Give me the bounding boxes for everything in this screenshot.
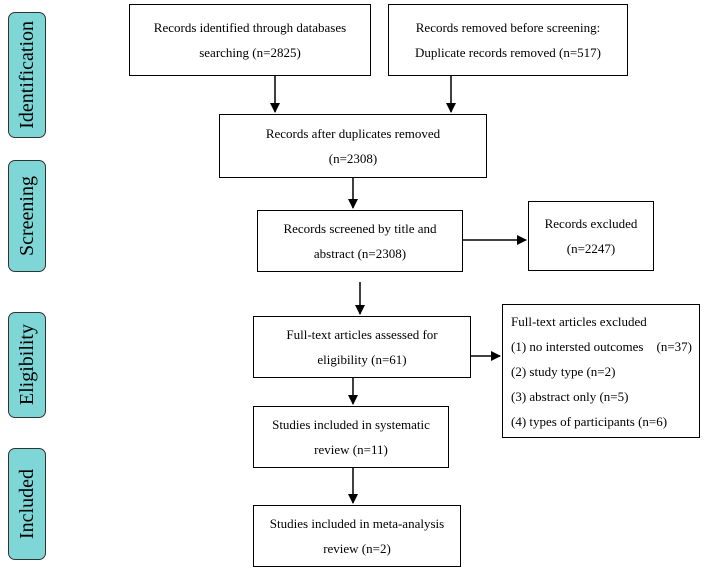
box-records-excluded: Records excluded (n=2247) [528,201,654,271]
phase-screening: Screening [8,160,46,272]
phase-included: Included [8,448,46,560]
box-records-identified: Records identified through databases sea… [129,4,371,76]
box-studies-meta: Studies included in meta-analysis review… [253,505,461,567]
phase-eligibility: Eligibility [8,312,46,418]
box-records-screened: Records screened by title and abstract (… [257,210,463,272]
box-studies-systematic: Studies included in systematic review (n… [253,406,449,468]
box-fulltext-assessed: Full-text articles assessed for eligibil… [253,316,471,378]
phase-identification: Identification [8,12,46,138]
box-fulltext-excluded: Full-text articles excluded (1) no inter… [502,304,700,438]
box-after-duplicates: Records after duplicates removed (n=2308… [219,114,487,178]
box-records-removed: Records removed before screening: Duplic… [388,4,628,76]
